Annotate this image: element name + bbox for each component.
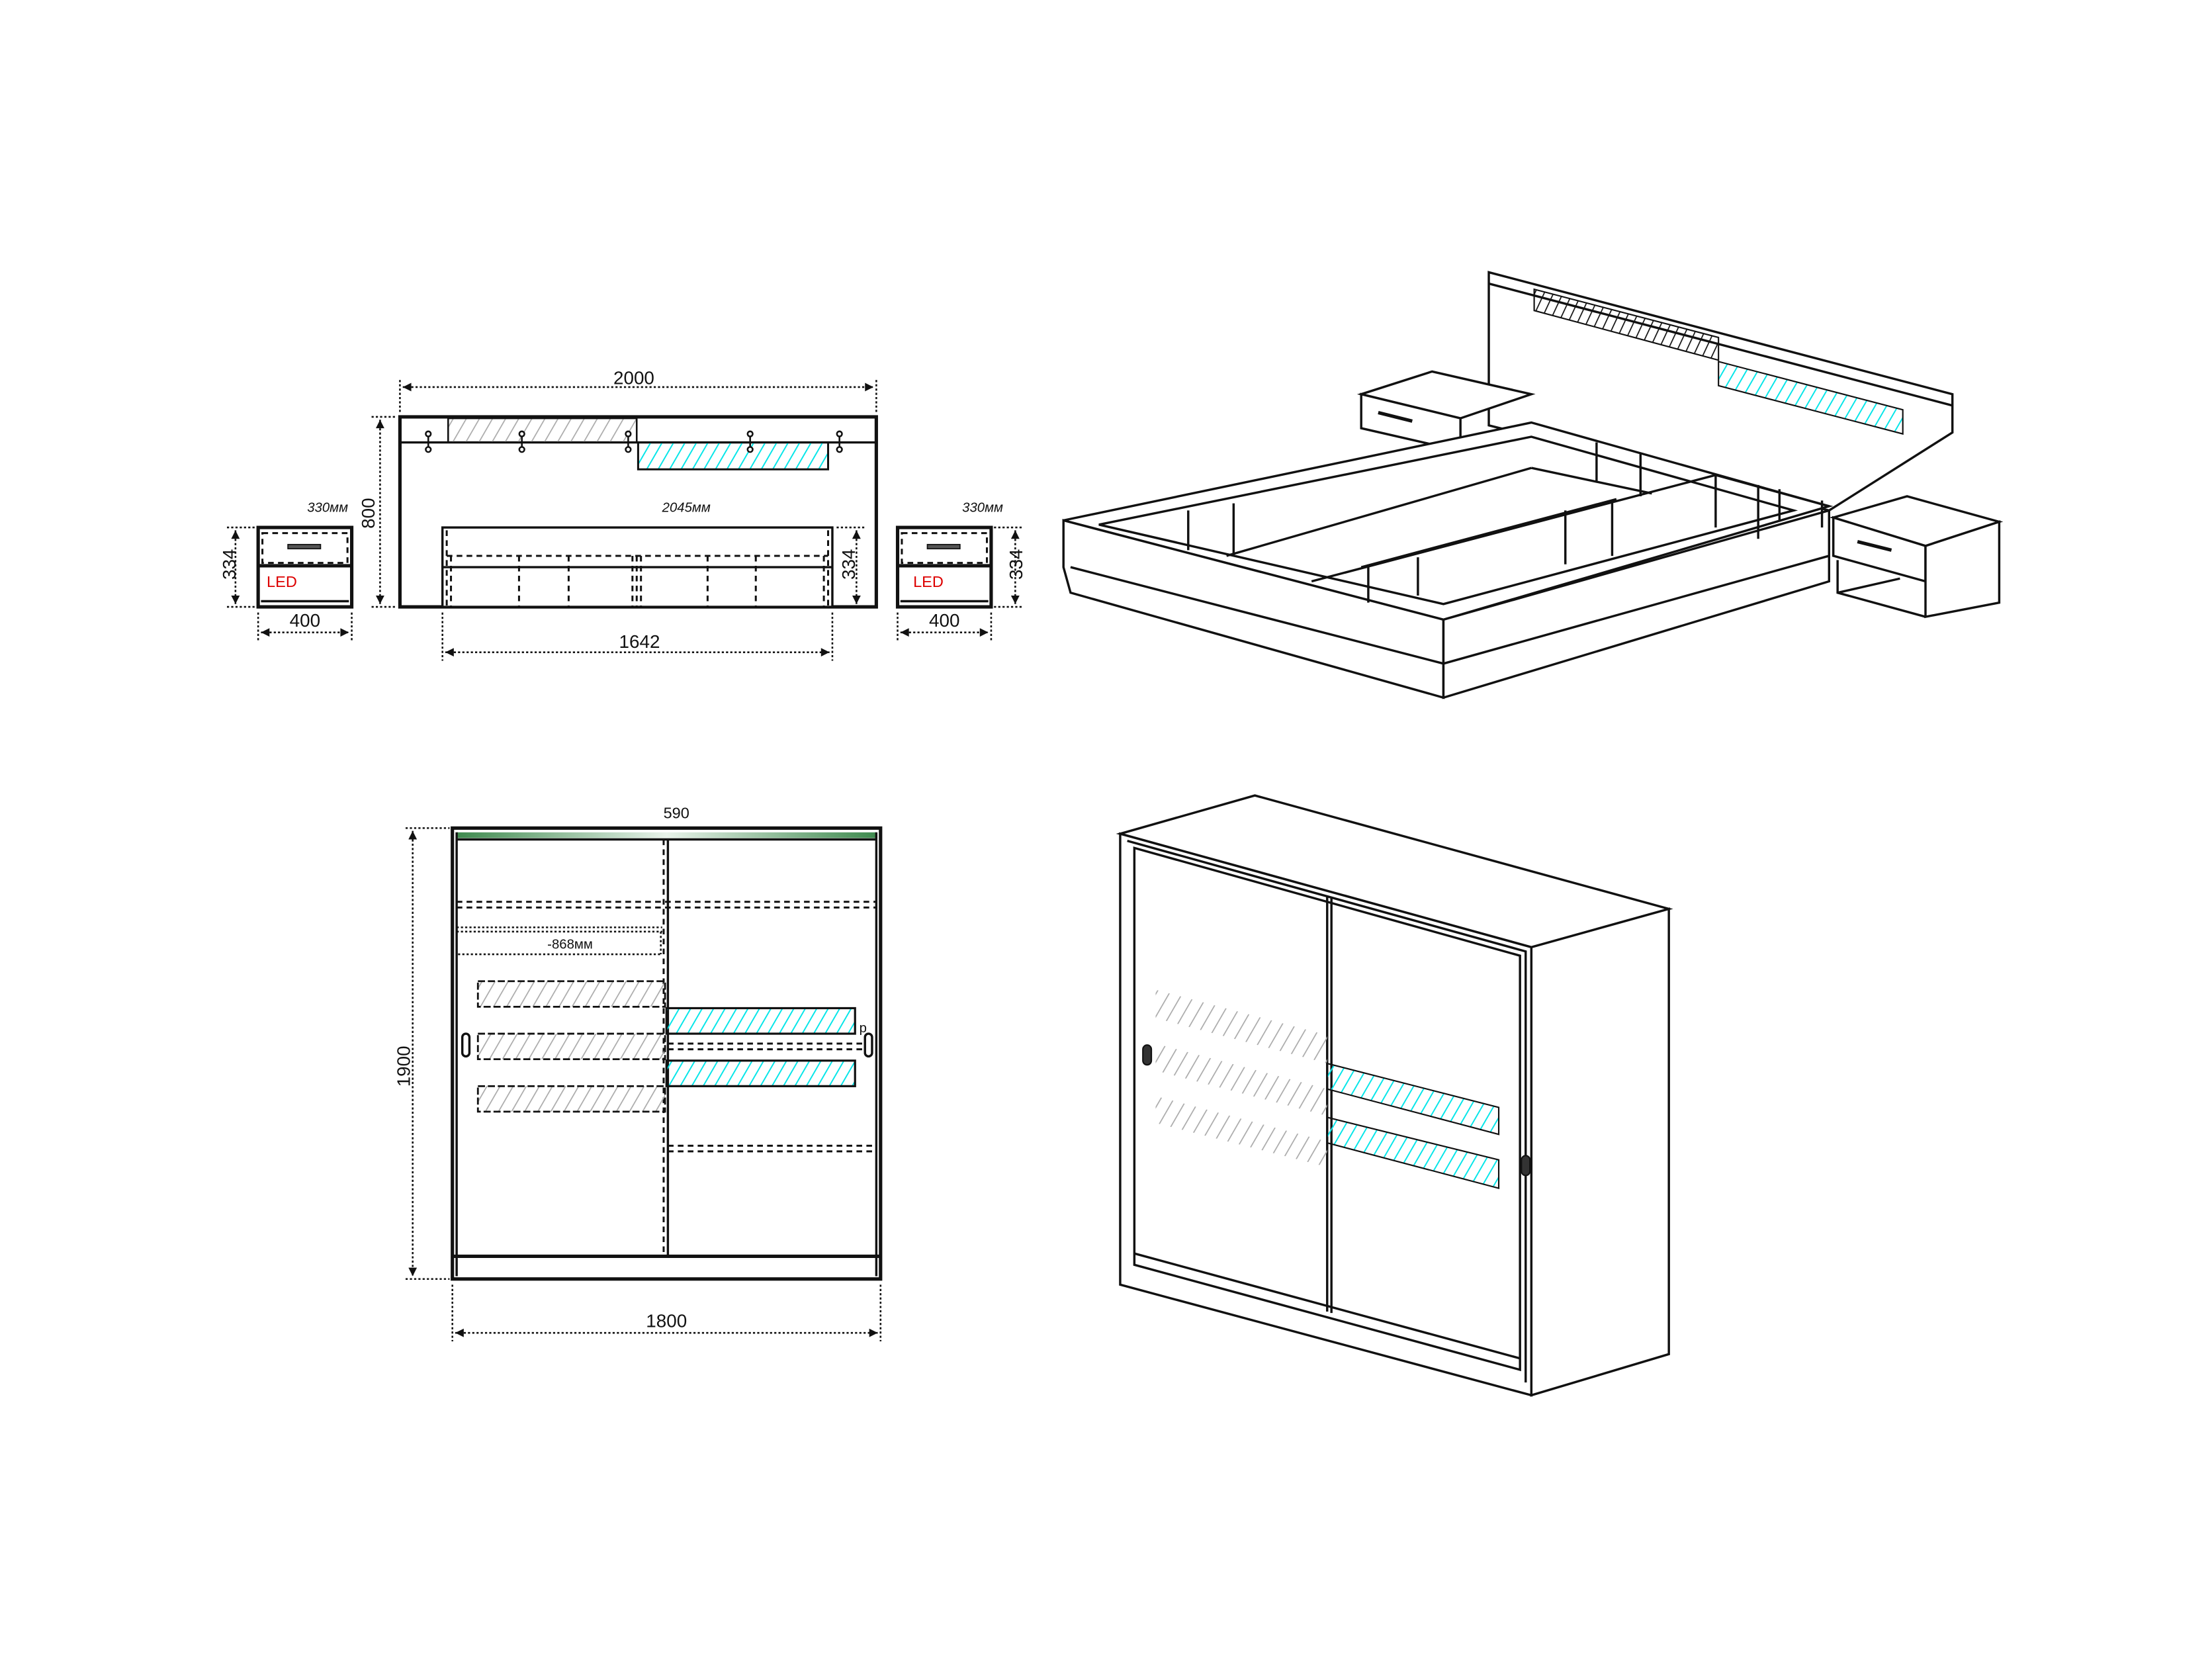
gray-hatch-bar (476, 1032, 666, 1061)
nightstand-right-width: 400 (929, 610, 959, 631)
bed-length-note: 2045мм (662, 501, 711, 516)
cyan-hatch-bar (1326, 1062, 1500, 1136)
wardrobe-width-label: 1800 (646, 1311, 687, 1331)
wardrobe-depth-label: 590 (664, 804, 689, 821)
nightstand-left-height: 334 (219, 549, 240, 580)
drawer-handle (287, 543, 322, 550)
wardrobe-height-label: 1900 (393, 1046, 414, 1087)
dark-hatch-panel (1533, 288, 1720, 361)
gray-hatch-bar (1155, 1044, 1327, 1116)
drawer-handle (926, 543, 961, 550)
top-strip (457, 832, 877, 838)
nightstand-left-depth: 330мм (307, 501, 348, 516)
nightstand-right-depth: 330мм (962, 501, 1003, 516)
wardrobe-front-view: -868мм p 1900 1800 590 (393, 804, 883, 1342)
cyan-led-panel (1718, 361, 1904, 435)
nightstand-left-front: LED 334 400 330мм (219, 501, 354, 641)
nightstand-right-front: LED 334 400 330мм (895, 501, 1026, 641)
gray-hatch-bar (476, 1085, 666, 1113)
nightstand-left-width: 400 (290, 610, 320, 631)
gray-hatch-bar (476, 980, 666, 1008)
cyan-hatch-bar (665, 1059, 856, 1087)
door-handle-icon (1521, 1155, 1531, 1177)
bed-front-view: 2000 800 1642 334 2045мм (358, 368, 878, 661)
cyan-hatch-bar (1326, 1116, 1500, 1190)
hook-icons (425, 430, 843, 453)
led-label: LED (267, 573, 297, 590)
led-label: LED (913, 573, 944, 590)
door-handle-icon (1142, 1044, 1153, 1066)
door-handle-icon (863, 1032, 873, 1058)
bed-width-label: 2000 (613, 368, 654, 388)
bed-isometric-view (1062, 271, 2004, 699)
bed-base-width-label: 1642 (619, 631, 660, 652)
cyan-hatch-bar (665, 1007, 856, 1035)
bed-base-height-label: 334 (838, 549, 859, 580)
door-handle-icon (461, 1032, 471, 1058)
gray-hatch-panel (447, 417, 638, 443)
door-width-note: -868мм (547, 937, 593, 952)
cyan-led-panel (637, 441, 830, 471)
gray-hatch-bar (1155, 1096, 1327, 1167)
nightstand-right-height: 334 (1006, 549, 1026, 580)
bed-height-label: 800 (358, 498, 378, 528)
marker-p: p (860, 1021, 867, 1036)
wardrobe-isometric-view (1116, 794, 1673, 1397)
gray-hatch-bar (1155, 989, 1327, 1064)
